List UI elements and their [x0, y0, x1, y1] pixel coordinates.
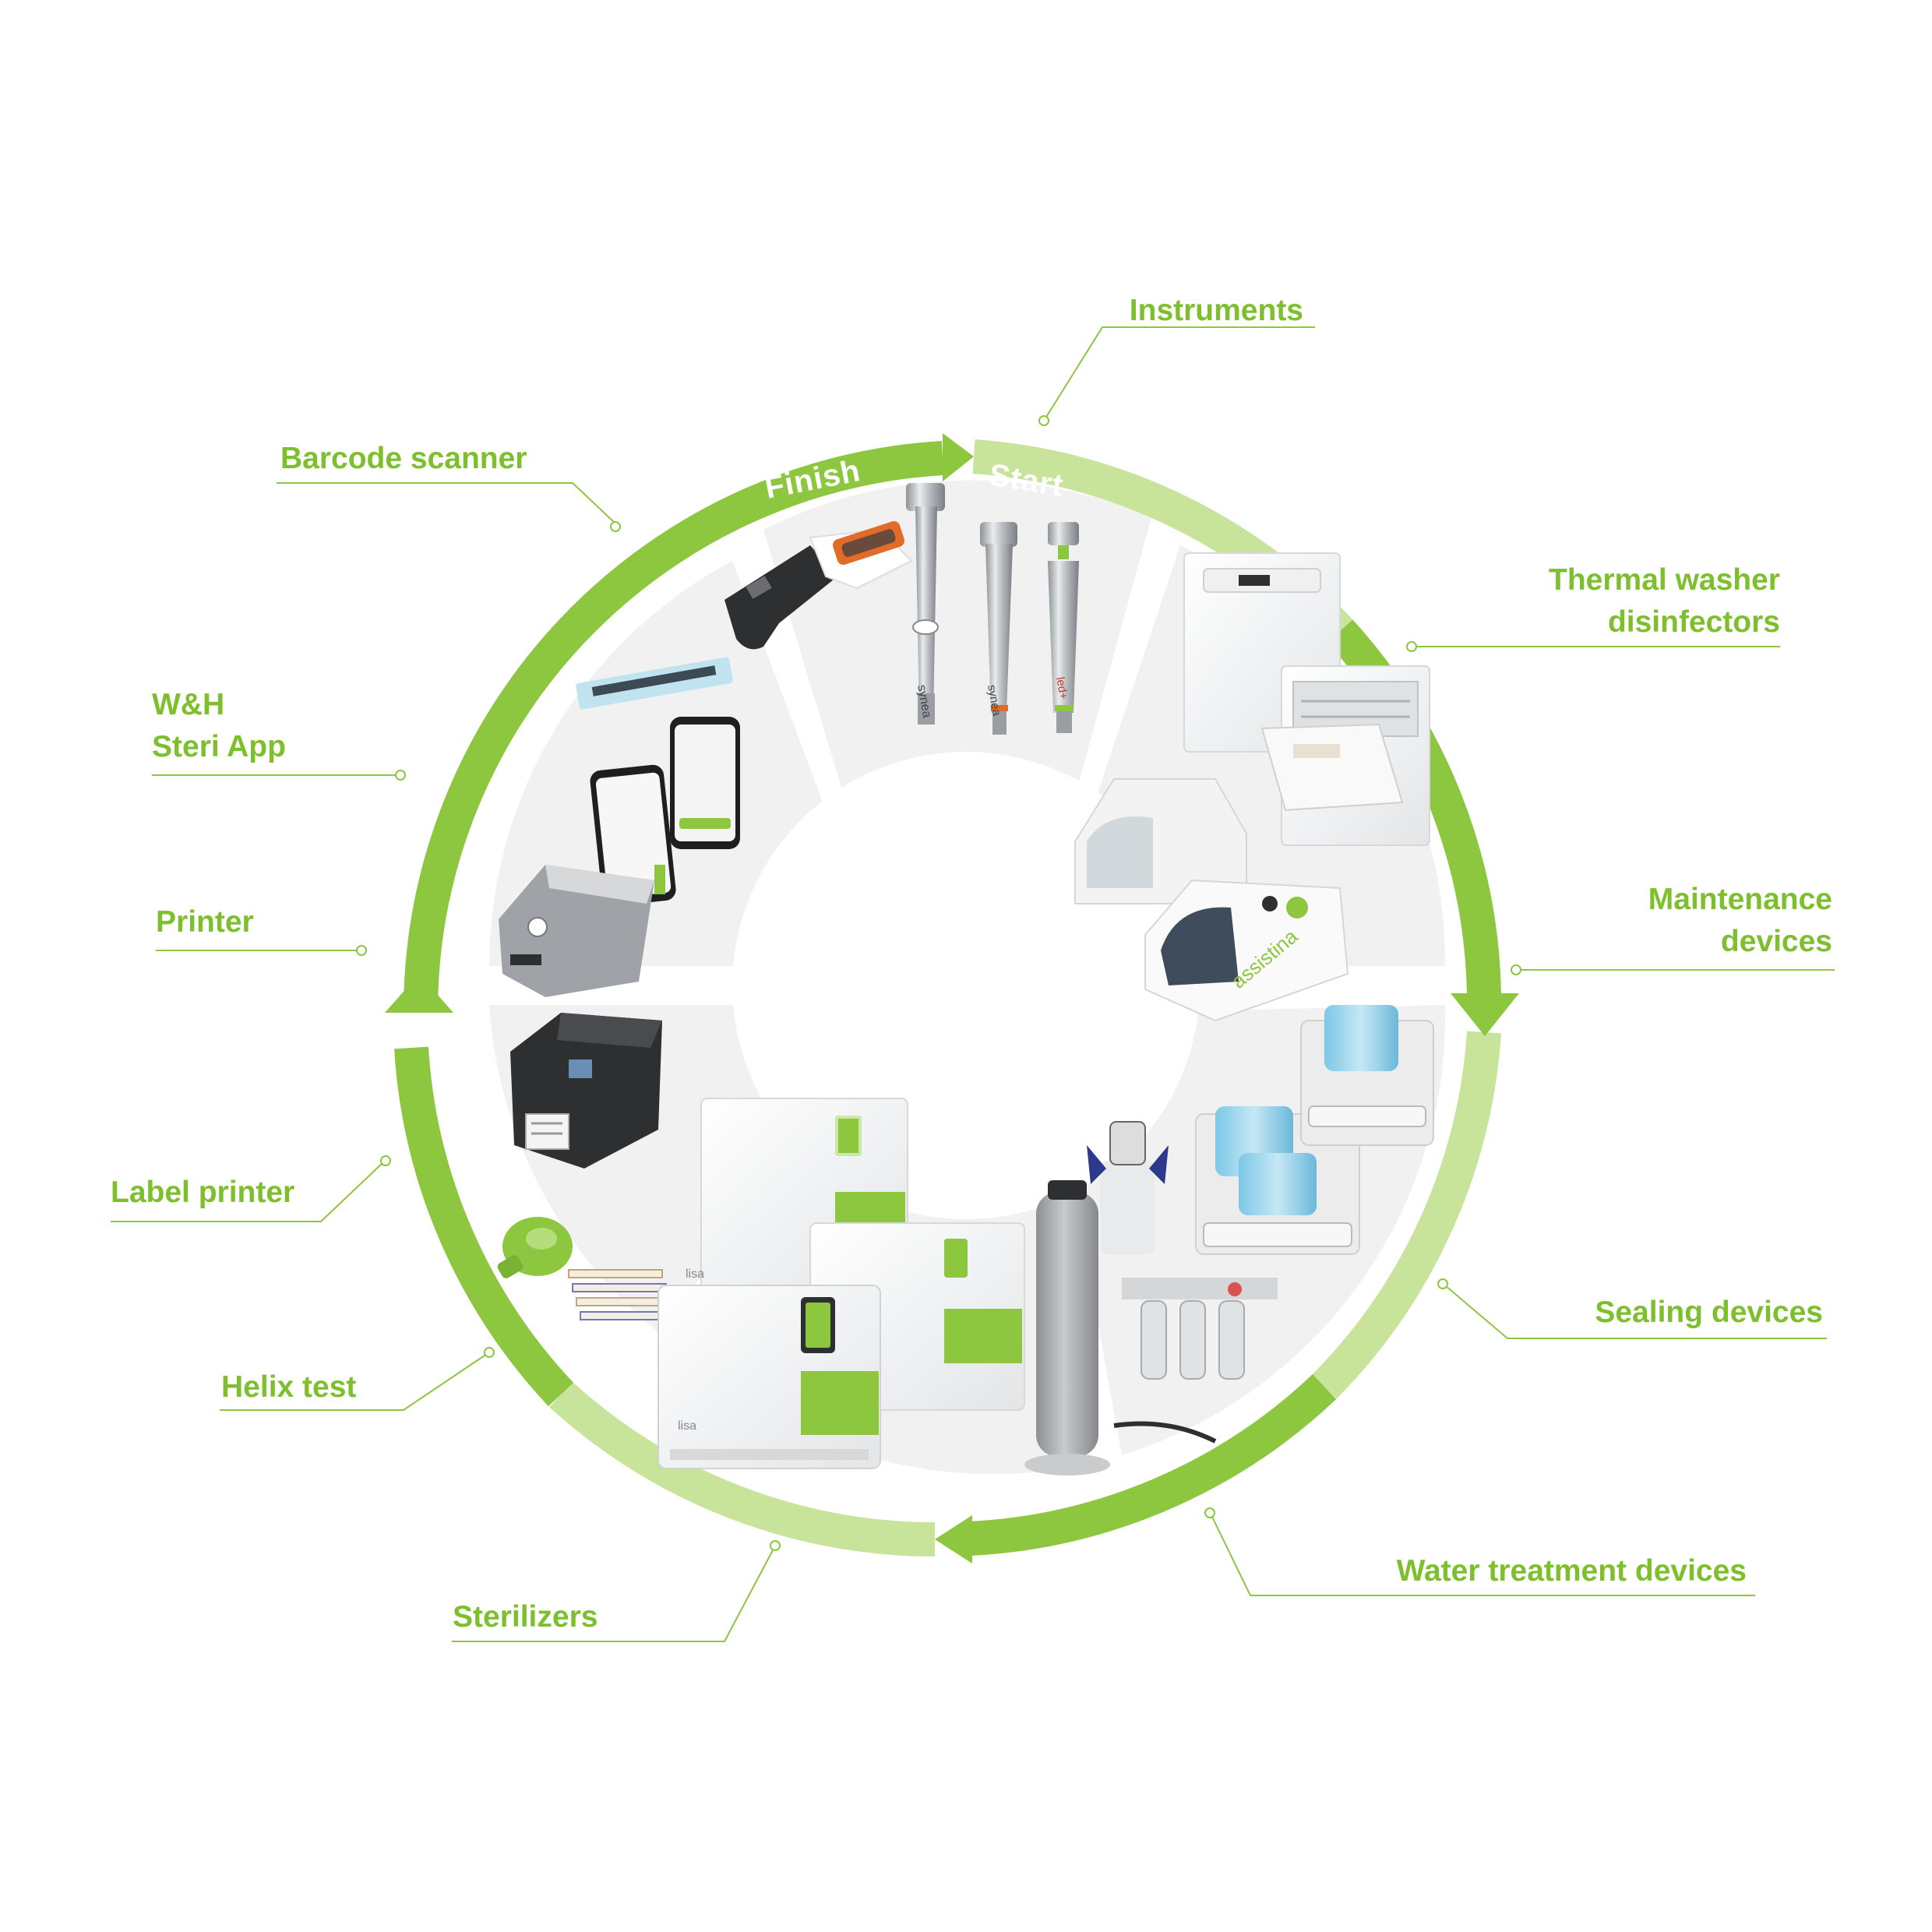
leader-dot-instruments [1038, 415, 1049, 426]
segment-upper-left [489, 561, 837, 966]
arrowhead-top [943, 433, 974, 481]
leader-water [1211, 1514, 1755, 1596]
leader-dot-water [1204, 1507, 1215, 1518]
leader-dot-app [395, 770, 406, 781]
leader-dot-label-printer [380, 1155, 391, 1166]
sterilizer-2-mark: lisa [678, 1419, 696, 1433]
leader-sealing [1444, 1285, 1827, 1339]
label-maintenance-line1: Maintenance [1648, 883, 1832, 916]
arc-finish [403, 441, 944, 1014]
label-printer: Printer [156, 905, 254, 939]
sterilizer-1-mark: lisa [686, 1267, 704, 1281]
handpiece-3-mark: led+ [1053, 676, 1070, 701]
label-instruments: Instruments [1130, 294, 1303, 327]
instruments-image: synea synea led+ [906, 483, 1079, 735]
label-maintenance-line2: devices [1721, 925, 1832, 958]
leader-label-printer [111, 1162, 384, 1222]
label-sealing-devices: Sealing devices [1595, 1296, 1823, 1329]
leader-sterilizers [452, 1548, 774, 1642]
leader-instruments [1043, 326, 1315, 421]
leader-barcode [277, 482, 616, 524]
steri-app-image [590, 717, 740, 907]
leader-dot-sterilizers [770, 1540, 781, 1551]
arc-right-lower [1312, 1031, 1501, 1399]
label-barcode-scanner: Barcode scanner [280, 442, 527, 475]
leader-lines [111, 326, 1835, 1642]
label-water-treatment: Water treatment devices [1397, 1554, 1747, 1588]
label-thermal-washer-line1: Thermal washer [1549, 563, 1780, 597]
sealing-devices-image [1195, 1005, 1434, 1255]
leader-dot-helix [484, 1347, 495, 1358]
arc-bottom [549, 1381, 936, 1557]
label-app-line1: W&H [152, 688, 224, 721]
helix-test-image [497, 1217, 667, 1320]
leader-dot-thermal [1406, 641, 1417, 652]
sterile-pouch-image [576, 657, 733, 710]
labels: Instruments Barcode scanner Thermal wash… [111, 294, 1832, 1634]
handpiece-2-mark: synea [985, 684, 1003, 717]
label-sterilizers: Sterilizers [453, 1600, 598, 1634]
label-thermal-washer-line2: disinfectors [1608, 605, 1780, 639]
label-helix-test: Helix test [221, 1370, 356, 1404]
label-printer-image [510, 1013, 662, 1169]
leader-dot-sealing [1437, 1278, 1448, 1289]
thermal-washer-image [1183, 552, 1430, 846]
label-label-printer: Label printer [111, 1176, 294, 1209]
arrowhead-bottom [935, 1515, 972, 1564]
barcode-scanner-image [724, 521, 913, 650]
sterilizers-image: lisa lisa [658, 1098, 1025, 1469]
printer-image [499, 865, 654, 997]
cycle-ring [394, 439, 1501, 1557]
arc-bottom-right [968, 1374, 1337, 1556]
arrowhead-right [1451, 993, 1519, 1036]
leader-dot-barcode [610, 521, 621, 532]
water-treatment-image [1024, 1121, 1278, 1475]
arc-left-lower [394, 1046, 574, 1407]
arrowhead-left [385, 974, 453, 1013]
leader-dot-maintenance [1511, 964, 1521, 975]
leader-dot-printer [356, 945, 367, 956]
maintenance-devices-image: assistina [1074, 778, 1349, 1022]
label-app-line2: Steri App [152, 730, 286, 763]
leader-helix [220, 1353, 488, 1411]
